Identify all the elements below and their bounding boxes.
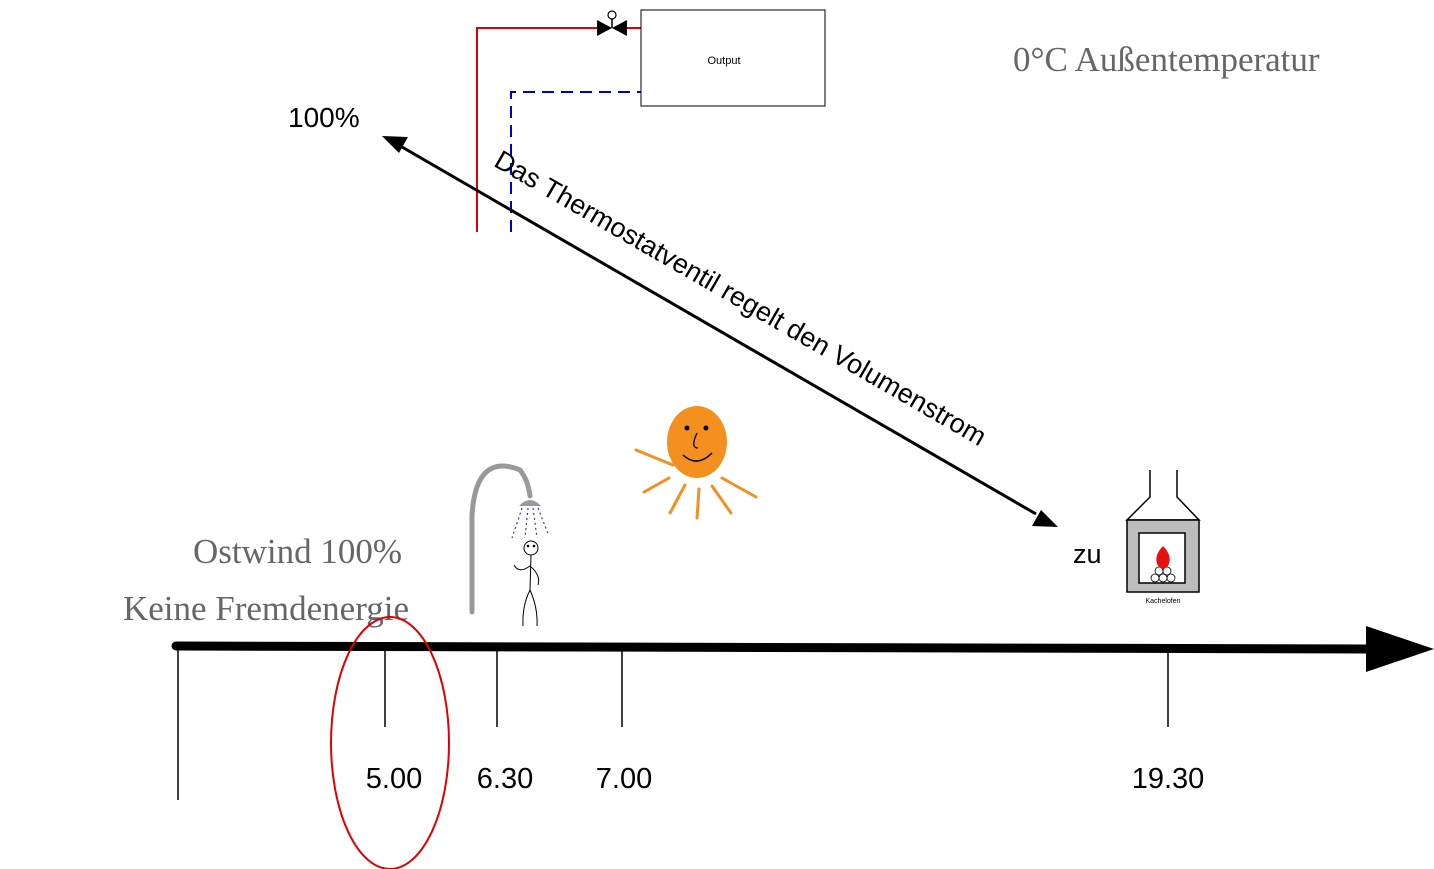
highlight-circle [330,616,450,869]
tick-label: 19.30 [1132,763,1205,795]
max-flow-label: 100% [288,102,360,133]
output-box [640,9,826,107]
stove-label: Kachelofen [1145,598,1180,605]
arrowhead-down [1032,510,1058,527]
timeline-arrowhead [1366,626,1434,672]
arrowhead-up [382,136,408,153]
flow-arrow [382,136,1058,527]
conditions-wind: Ostwind 100% [193,532,402,571]
flow-caption: Das Thermostatventil regelt den Volumens… [490,145,992,452]
tick-label: 5.00 [366,763,422,795]
supply-pipe [476,27,597,232]
tiled-stove-icon: Kachelofen [1125,470,1201,605]
shower-icon [469,463,550,627]
sun-icon [634,406,758,520]
valve-schematic: Output [476,9,826,232]
tick-label: 7.00 [596,763,652,795]
return-pipe [510,91,641,232]
output-label: Output [707,55,740,67]
conditions-energy: Keine Fremdenergie [123,589,409,628]
temperature-note: 0°C Außentemperatur [1013,40,1320,79]
tick-label: 6.30 [477,763,533,795]
closed-label: zu [1073,539,1102,569]
valve-icon [597,10,627,36]
timeline-axis [171,626,1434,672]
